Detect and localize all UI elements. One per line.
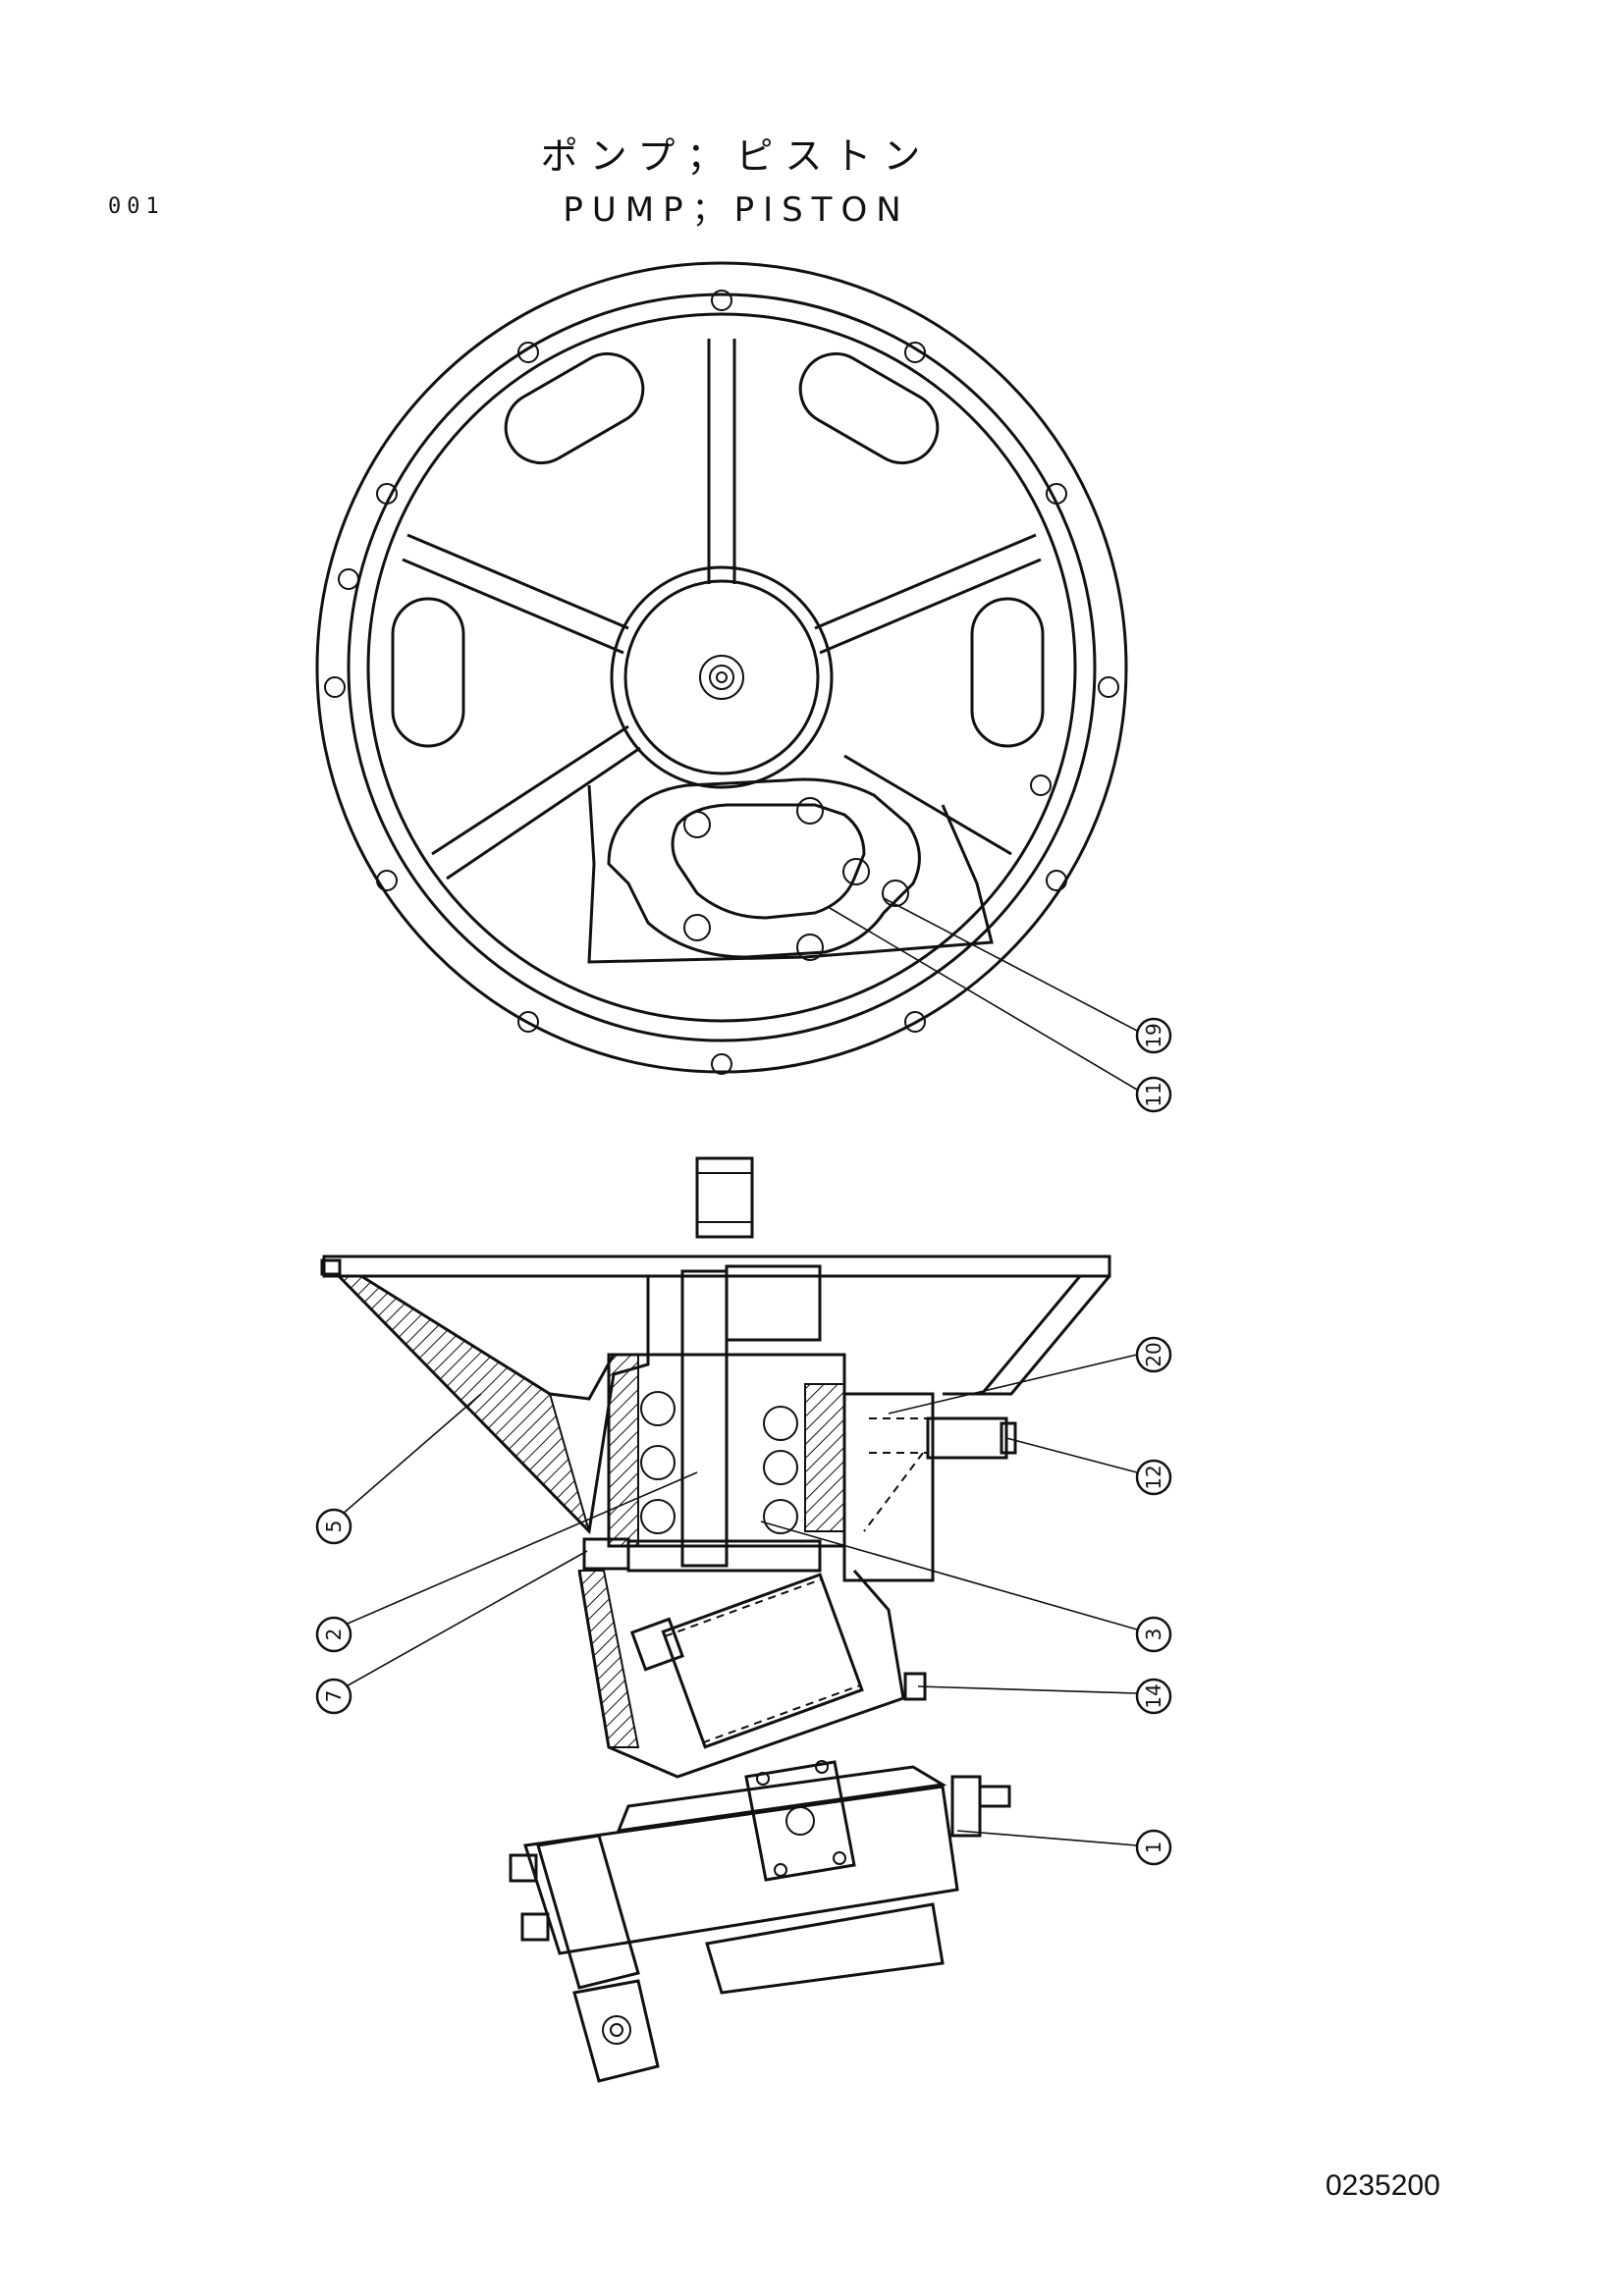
callout-19: 19: [1135, 1017, 1172, 1054]
drawing-number: 0235200: [1325, 2169, 1440, 2202]
callout-3: 3: [1135, 1616, 1172, 1653]
drive-shaft: [680, 1269, 729, 1568]
ball-bearings: [640, 1391, 798, 1534]
svg-text:1: 1: [1142, 1842, 1165, 1854]
page-title-japanese: ポンプ；ピストン: [540, 134, 933, 178]
page-title-english: PUMP；PISTON: [563, 190, 910, 230]
valve-block: [509, 1760, 1011, 2083]
callout-20: 20: [1135, 1336, 1172, 1373]
port-flange-pad: [587, 777, 994, 964]
callout-1: 1: [1135, 1829, 1172, 1866]
pump-section-view: [320, 1156, 1111, 2083]
callout-14: 14: [1135, 1678, 1172, 1715]
pump-top-view: [315, 261, 1128, 1075]
svg-text:7: 7: [322, 1690, 346, 1703]
shaft-hub: [610, 565, 834, 789]
svg-text:14: 14: [1142, 1683, 1165, 1708]
regulator-box: [842, 1392, 935, 1582]
flange-spokes: [402, 339, 1042, 881]
callout-12: 12: [1135, 1459, 1172, 1496]
callout-5: 5: [315, 1508, 352, 1545]
cylinder-block: [661, 1573, 864, 1749]
svg-text:2: 2: [322, 1629, 346, 1641]
shaft-end: [695, 1156, 754, 1239]
page-number: 001: [108, 194, 165, 219]
svg-text:19: 19: [1142, 1023, 1165, 1047]
svg-text:12: 12: [1142, 1465, 1165, 1489]
callout-11: 11: [1135, 1076, 1172, 1113]
flange-bolt-holes: [324, 290, 1119, 1075]
flange-slots: [391, 352, 1045, 748]
svg-text:11: 11: [1142, 1082, 1165, 1106]
svg-text:3: 3: [1142, 1629, 1165, 1641]
leader-lines: [333, 897, 1138, 1846]
callout-2: 2: [315, 1616, 352, 1653]
svg-text:20: 20: [1142, 1342, 1165, 1366]
callout-7: 7: [315, 1678, 352, 1715]
svg-text:5: 5: [322, 1521, 346, 1533]
mounting-flange: [322, 1255, 1111, 1278]
